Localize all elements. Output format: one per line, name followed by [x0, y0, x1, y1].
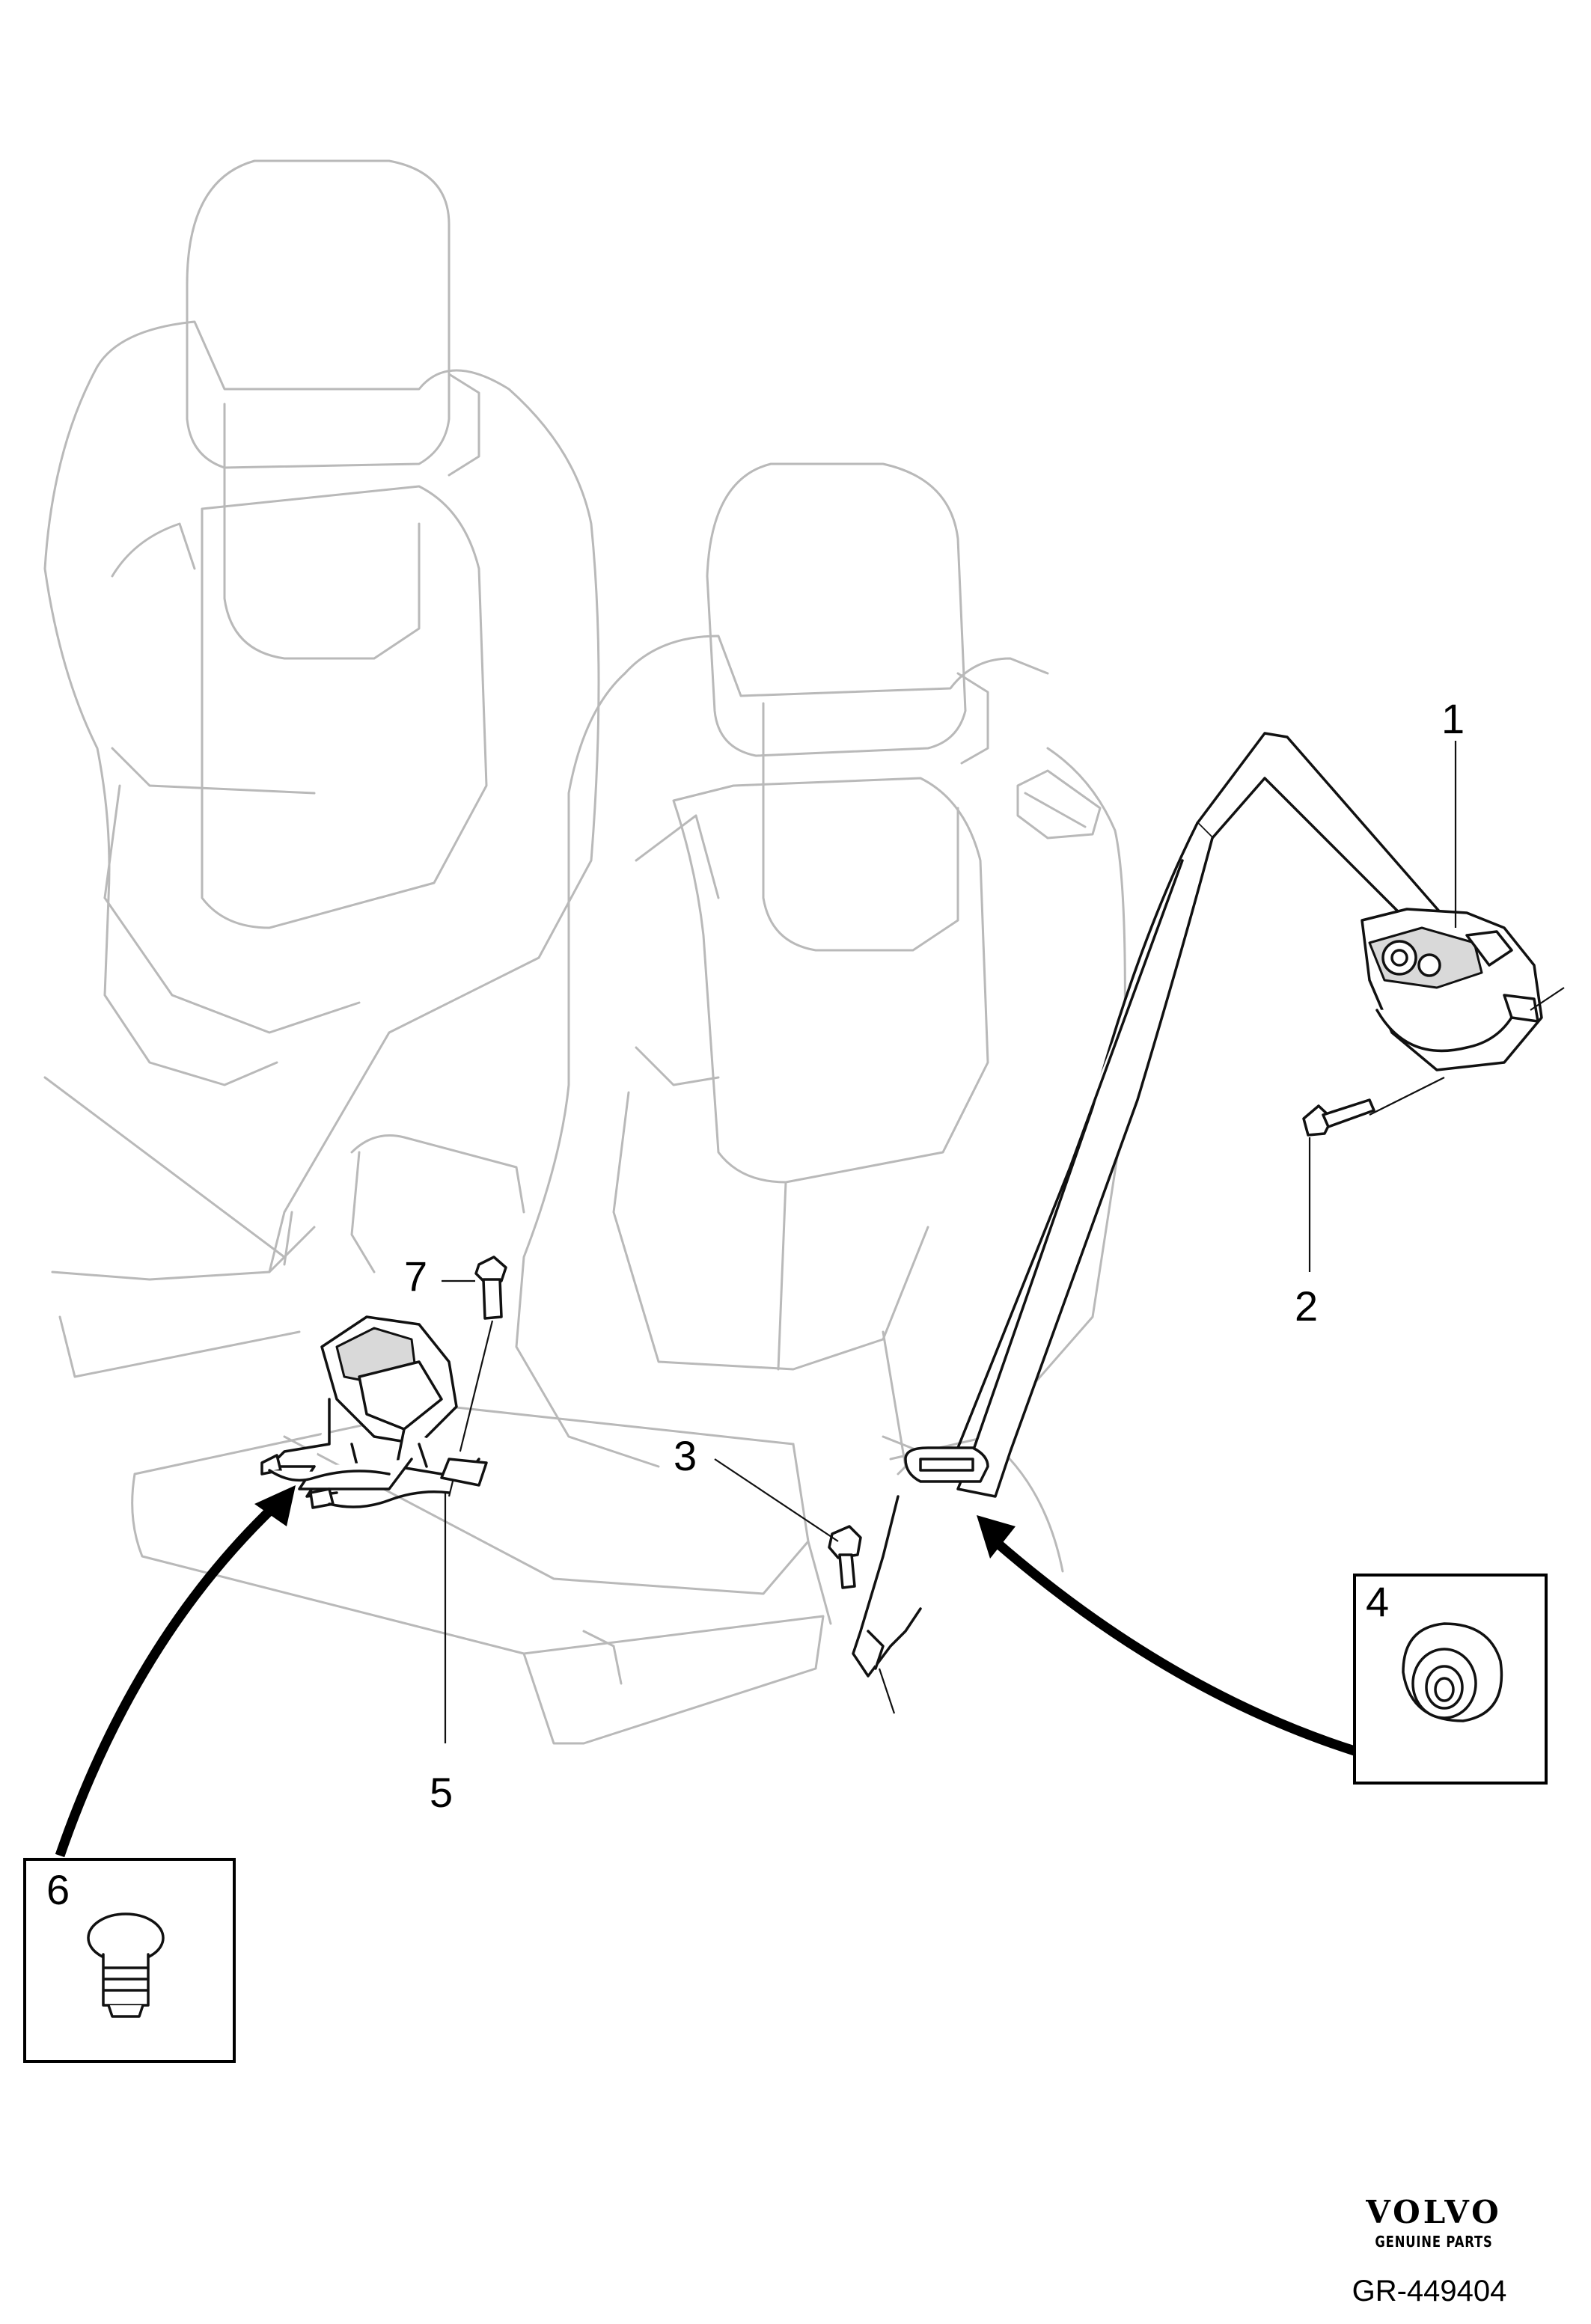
arrow-head-6 [254, 1485, 296, 1526]
arrow-head-4 [977, 1515, 1016, 1559]
callout-7: 7 [404, 1253, 427, 1300]
leader-3 [714, 1458, 839, 1542]
push-clip-icon [87, 1912, 165, 2018]
detail-box-6 [23, 1858, 236, 2063]
anchor-bolt [828, 1495, 922, 1714]
right-seat-outline [131, 462, 1126, 1745]
arrow-to-guide-ring [992, 1538, 1356, 1756]
retractor-bolt [1302, 1098, 1375, 1137]
drawing-number: GR-449404 [1352, 2275, 1507, 2308]
left-seat-outline [43, 159, 600, 1378]
callout-4: 4 [1366, 1578, 1389, 1625]
callout-2: 2 [1295, 1282, 1318, 1330]
callout-1: 1 [1441, 695, 1465, 742]
callout-3: 3 [674, 1432, 697, 1479]
callout-5: 5 [430, 1769, 453, 1816]
volvo-logo: VOLVO [1366, 2194, 1502, 2230]
detail-box-4 [1353, 1574, 1548, 1785]
callout-6: 6 [46, 1866, 70, 1913]
genuine-parts-label: GENUINE PARTS [1375, 2233, 1493, 2251]
buckle-bolt [448, 1256, 507, 1497]
seat-belt-buckle [260, 1315, 488, 1743]
arrow-to-buckle-clip [55, 1500, 281, 1858]
grommet-icon [1402, 1622, 1503, 1722]
seat-belt-retractor [949, 732, 1565, 1498]
belt-guide-ring [904, 1446, 989, 1483]
